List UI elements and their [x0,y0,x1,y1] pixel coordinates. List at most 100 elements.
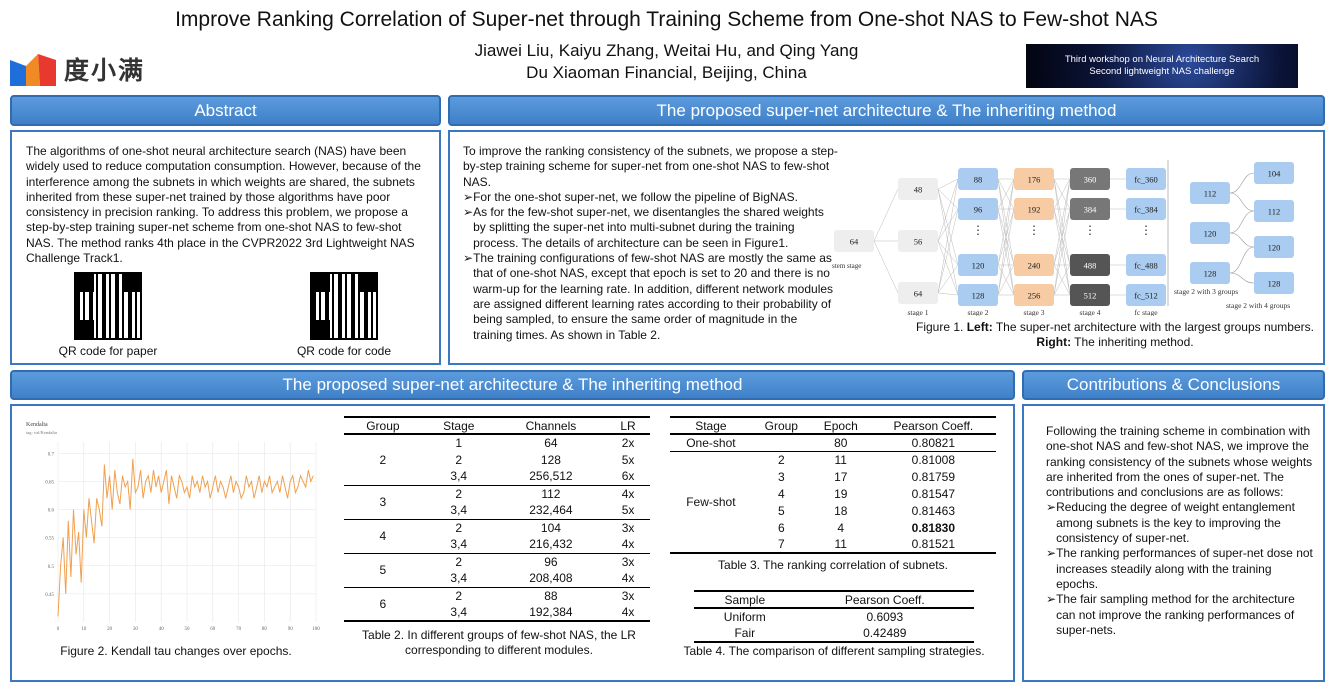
table-cell: 2 [455,486,463,501]
stem-stage-label: stem stage [832,262,861,270]
qr-code-code-icon[interactable] [310,272,378,340]
connection-line [1053,178,1071,296]
table-cell: 4 [777,486,785,501]
chart-grid [57,442,317,622]
stage3-node [1014,254,1054,276]
qr-code-paper-icon[interactable] [74,272,142,340]
stage2-node-label: 128 [972,291,985,301]
table-cell: 3,4 [450,469,468,484]
table-cell: 0.81759 [911,469,956,484]
table-cell: 4x [621,537,635,552]
x-tick-label: 50 [185,627,191,632]
table2-header: Stage [443,418,475,433]
stage2-node-label: 88 [974,175,983,185]
connection-line [1053,264,1071,296]
table-cell: 216,432 [529,537,573,552]
figure1-caption: Figure 1. Left: The super-net architectu… [916,320,1314,349]
x-tick-label: 20 [107,627,113,632]
company-logo: 度小满 [10,52,145,86]
table-cell: 64 [544,436,558,450]
table-cell: 3 [777,469,785,484]
x-tick-label: 70 [236,627,242,632]
ellipsis-mark: ⋮ [1140,223,1152,237]
stage3-node [1014,168,1054,190]
inherit-link [1229,272,1255,284]
stem-node-label: 64 [850,237,859,247]
table-cell: 2 [455,520,463,535]
connection-line [937,188,959,210]
figure2-caption: Figure 2. Kendall tau changes over epoch… [60,644,292,658]
table2-caption: Table 2. In different groups of few-shot… [362,628,636,657]
stage2-node [958,254,998,276]
y-tick-label: 0.55 [45,537,54,542]
table-cell: 80 [834,435,848,450]
connection-line [937,208,959,242]
group4-node-label: 120 [1268,243,1281,253]
group3-node [1190,262,1230,284]
table-cell: 3,4 [450,503,468,518]
table-cell: 4x [621,605,635,619]
stage4-node [1070,254,1110,276]
y-tick-label: 0.65 [45,480,54,485]
table-cell: 2 [455,554,463,569]
stage1-node-label: 64 [914,289,923,299]
kendall-chart: Kendalta tag: val/Kendalta 0.450.50.550.… [26,422,320,632]
table-cell: 2 [777,452,785,467]
supernet-diagram: 644856648896⋮120128176192⋮240256360384⋮4… [832,160,1294,316]
table2-group: 3 [379,495,387,509]
stage2-node-label: 120 [972,261,985,271]
proposed-bullet: ➢For the one-shot super-net, we follow t… [463,189,798,204]
table-cell: Fair [734,626,756,640]
ellipsis-mark: ⋮ [972,223,984,237]
arrow-bullet-icon: ➢ [1046,592,1057,607]
table-cell: 5x [621,452,635,467]
table-cell: 6 [777,520,785,535]
table-cell: 3,4 [450,605,468,619]
connection-line [937,178,959,190]
table-cell: 0.81521 [911,537,956,551]
connection-line [1053,208,1071,296]
group4-node-label: 128 [1268,279,1281,289]
group3-node [1190,182,1230,204]
connection-line [937,178,959,242]
connection-line [937,208,959,294]
kendall-series-line [57,458,314,617]
fc-node-label: fc_384 [1134,205,1158,215]
group3-node-label: 112 [1204,189,1216,199]
fc-node-label: fc_488 [1134,261,1158,271]
connection-line [997,208,1015,296]
table-cell: 0.6093 [866,610,904,624]
group3-node [1190,222,1230,244]
arrow-bullet-icon: ➢ [463,251,474,266]
table-cell: 4x [621,486,635,501]
table-cell: 3x [621,554,635,569]
stage2-node [958,198,998,220]
group3-node-label: 120 [1204,229,1217,239]
logo-mark-icon [10,52,56,86]
connection-line [937,188,959,296]
connection-line [1053,178,1071,266]
stage3-node-label: 256 [1028,291,1041,301]
table3: Stage Group Epoch Pearson Coeff. One-sho… [670,416,996,554]
abstract-heading: Abstract [10,95,441,126]
table3-header: Pearson Coeff. [893,418,974,433]
stage4-node [1070,198,1110,220]
table-cell: 3,4 [450,537,468,552]
table-cell: 1 [455,436,463,450]
inherit-link [1229,192,1255,212]
connection-line [937,240,959,296]
table-cell: 2 [455,452,463,467]
table-cell: 2x [621,436,635,450]
ellipsis-mark: ⋮ [1028,223,1040,237]
stage-label: stage 2 [967,308,988,316]
y-tick-label: 0.6 [48,509,55,514]
x-tick-label: 60 [210,627,216,632]
contributions-heading: Contributions & Conclusions [1022,370,1325,400]
y-tick-label: 0.45 [45,593,54,598]
table-cell: 208,408 [529,571,573,586]
diagram-nodes: 644856648896⋮120128176192⋮240256360384⋮4… [832,162,1294,316]
table-cell: 3x [621,588,635,603]
stage4-node [1070,284,1110,306]
